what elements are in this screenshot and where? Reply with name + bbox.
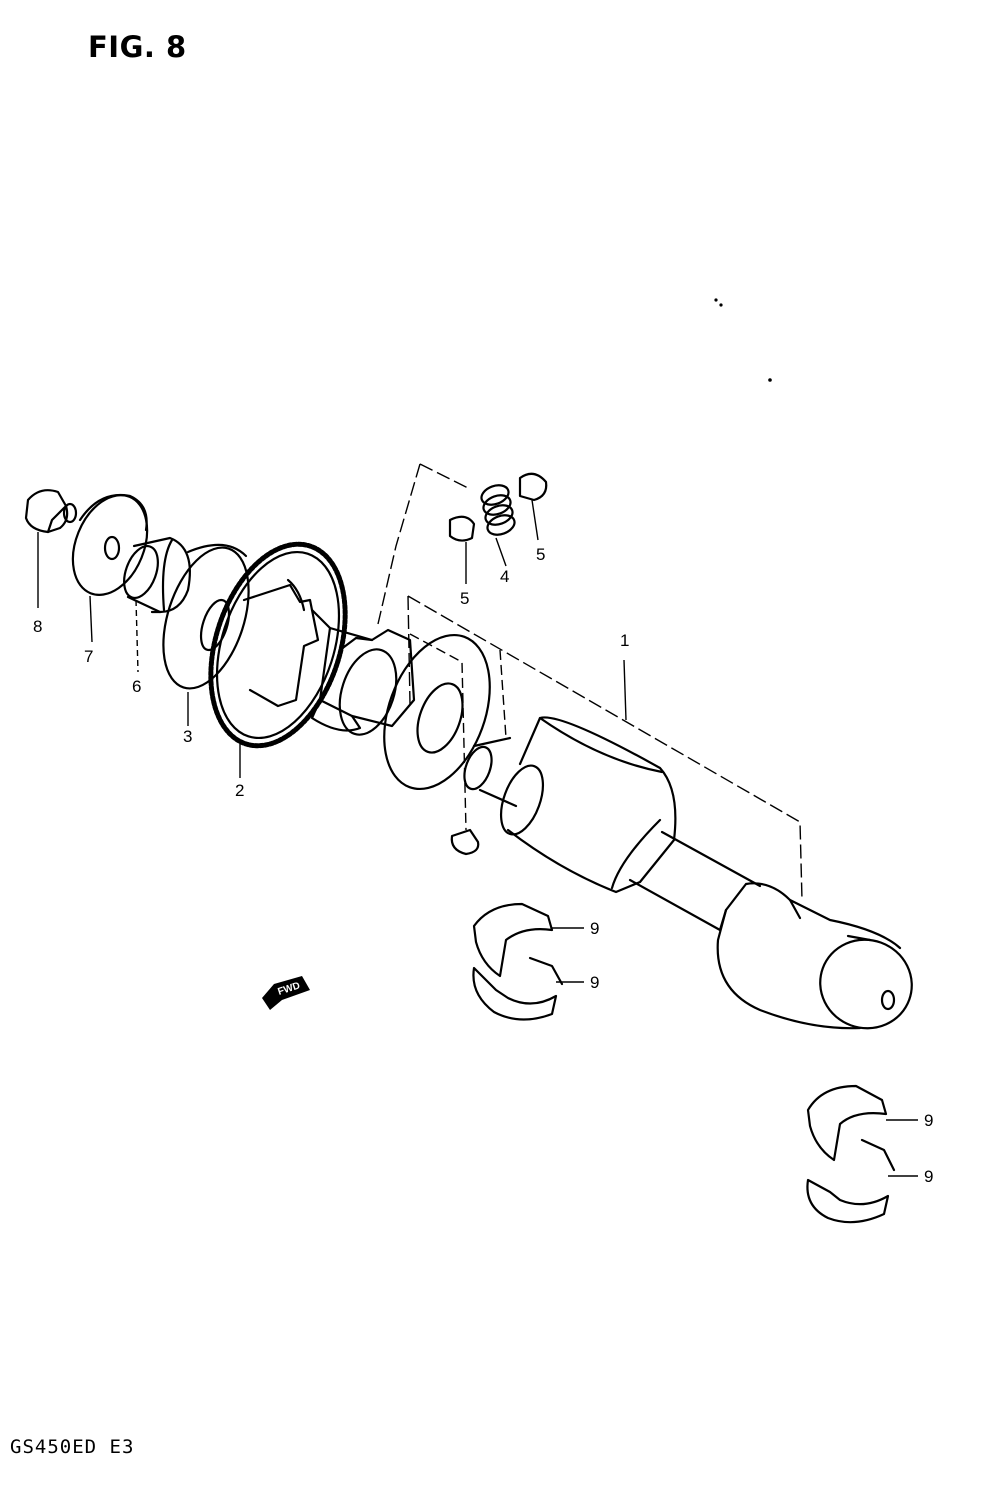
callout-part-8: 8 [33,617,42,636]
bolt-part [24,489,78,534]
callout-part-9a: 9 [590,919,599,938]
washer-part-3 [162,543,250,690]
forward-arrow-icon: FWD [262,976,310,1010]
callout-part-6: 6 [132,677,141,696]
callout-part-4: 4 [500,567,509,586]
figure-title: FIG. 8 [88,30,187,64]
callout-part-9d: 9 [924,1167,933,1186]
bearing-shells-upper [472,902,564,1021]
gear-part-2 [208,541,348,749]
large-washer-part [383,633,491,791]
leader-lines [37,463,918,1177]
spring-cap-part-5-right [518,472,548,502]
callout-part-5a: 5 [460,589,469,608]
damper-cam-part [310,608,416,736]
damper-spring-part-4 [480,484,516,536]
spring-cap-part-5-left [448,515,476,542]
woodruff-key-part [450,828,480,856]
callout-part-9c: 9 [924,1111,933,1130]
callout-part-7: 7 [84,647,93,666]
callout-part-9b: 9 [590,973,599,992]
callout-part-1: 1 [620,631,629,650]
balancer-shaft-part-1 [463,716,913,1030]
bearing-shells-lower [806,1084,896,1224]
callout-part-2: 2 [235,781,244,800]
model-code-label: GS450ED E3 [10,1436,135,1458]
callout-part-5b: 5 [536,545,545,564]
washer-part-7 [71,493,149,596]
callout-part-3: 3 [183,727,192,746]
bush-part-6 [123,536,191,614]
callout-labels: 8 7 6 3 2 5 4 5 1 9 9 9 9 [33,545,933,1186]
scan-specks [714,298,772,382]
